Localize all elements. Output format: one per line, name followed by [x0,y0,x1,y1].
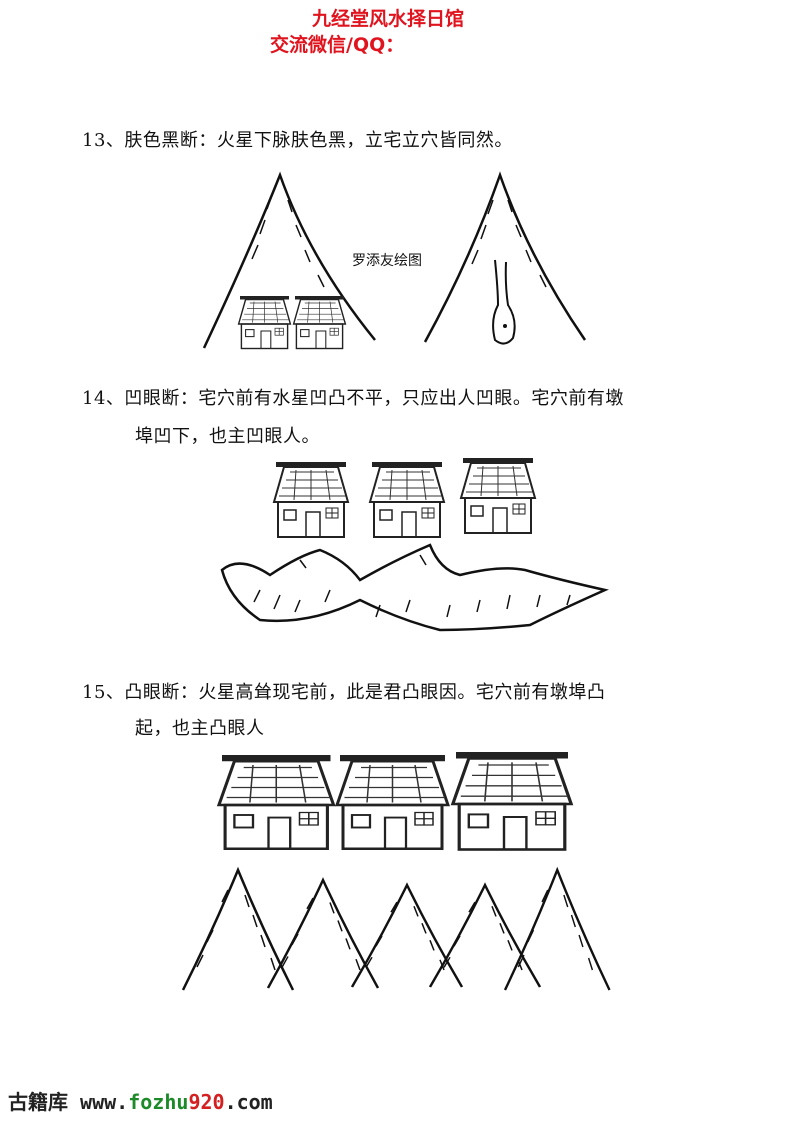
section-15-text-line1: 15、凸眼断：火星高耸现宅前，此是君凸眼因。宅穴前有墩埠凸 [82,682,606,703]
uneven-water-star-hill [220,543,609,632]
section-13-text: 13、肤色黑断：火星下脉肤色黑，立宅立穴皆同然。 [82,130,513,151]
house [335,753,450,851]
header-contact: 交流微信/QQ： [270,34,405,56]
house [369,461,445,538]
header-title: 九经堂风水择日馆 [312,8,465,30]
footer-watermark: 古籍库 www.fozhu920.com [8,1086,273,1115]
section-14-text-line2: 埠凹下，也主凹眼人。 [135,426,320,447]
house [451,750,573,852]
section-15-text-line2: 起，也主凸眼人 [135,718,265,739]
section-14-text-line1: 14、凹眼断：宅穴前有水星凹凸不平，只应出人凹眼。宅穴前有墩 [82,388,624,409]
peak [428,883,542,989]
house [460,457,536,534]
house [237,295,292,350]
footer-site-name: 古籍库 [8,1090,68,1114]
footer-url-suffix: .com [224,1090,273,1114]
footer-url-mid: fozhu [128,1090,189,1114]
house [292,295,347,350]
footer-url-prefix: www. [80,1090,129,1114]
house [273,461,349,538]
house [217,753,336,851]
figure-credit: 罗添友绘图 [352,253,422,269]
fire-star-peaks [181,868,611,992]
footer-url-num: 920 [188,1090,225,1114]
peak [503,868,611,992]
fire-star-mountain-with-vein [423,171,587,345]
fire-star-mountain-with-houses [202,171,376,350]
